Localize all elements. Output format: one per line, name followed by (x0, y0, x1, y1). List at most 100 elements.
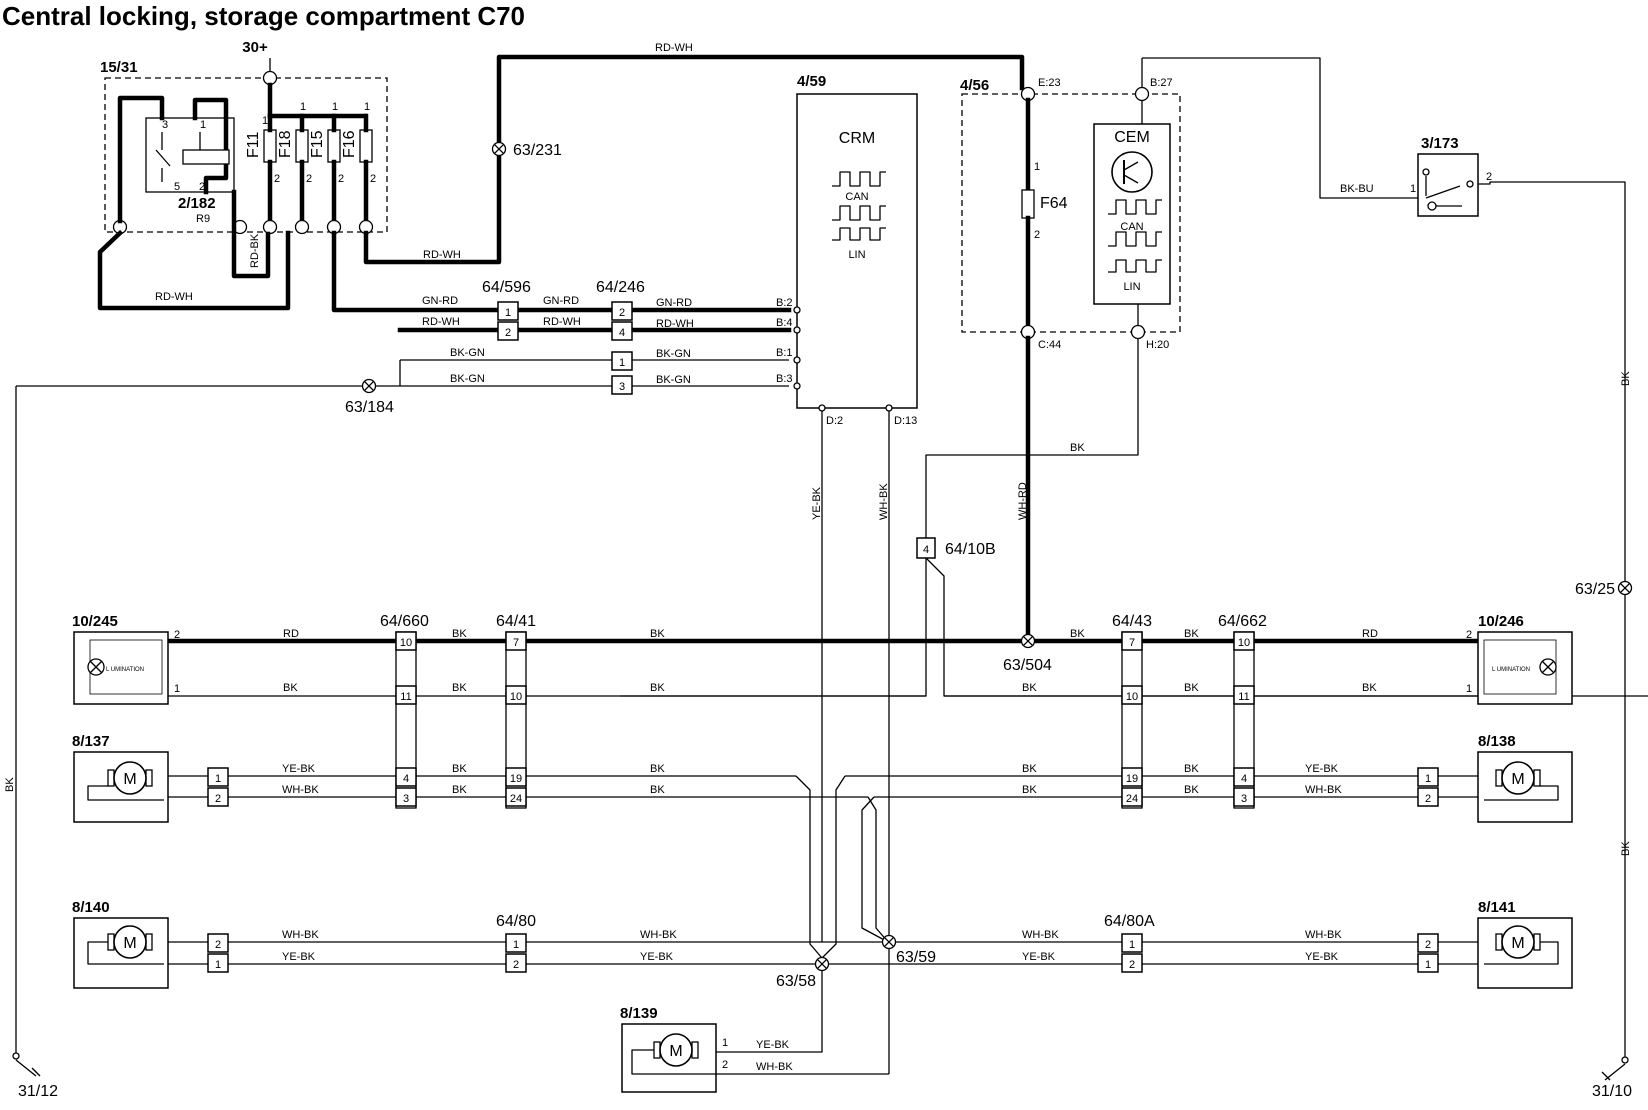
svg-text:10/246: 10/246 (1478, 613, 1524, 630)
svg-text:10: 10 (1126, 691, 1138, 703)
svg-text:B:1: B:1 (776, 347, 793, 359)
diagram-title: Central locking, storage compartment C70 (2, 1, 526, 31)
motor-8-140: 8/140 M (72, 899, 169, 989)
connector-64-662: 64/662 10 11 4 3 (1218, 613, 1267, 809)
connector-64-80: 64/80 1 2 (496, 913, 536, 973)
svg-text:2: 2 (1466, 629, 1472, 641)
svg-text:BK: BK (1184, 682, 1199, 694)
motor-8-141-connector: 2 1 (1417, 933, 1439, 973)
svg-text:1: 1 (722, 1037, 728, 1049)
svg-text:11: 11 (1238, 691, 1249, 703)
svg-text:64/10B: 64/10B (945, 541, 996, 558)
svg-text:4: 4 (923, 544, 929, 556)
motor-8-141: 8/141 M (1477, 899, 1573, 989)
svg-text:63/231: 63/231 (513, 142, 562, 159)
svg-text:63/504: 63/504 (1003, 657, 1052, 674)
lamp-10-246: 10/246 L UMINATION 21 (1466, 613, 1573, 705)
svg-text:YE-BK: YE-BK (1305, 951, 1339, 963)
relay-id: 2/182 (178, 195, 216, 212)
svg-text:YE-BK: YE-BK (811, 486, 823, 520)
svg-text:2: 2 (1129, 959, 1135, 971)
motor-8-137-connector: 1 2 (207, 767, 229, 807)
svg-text:BK: BK (650, 682, 665, 694)
svg-text:4/56: 4/56 (960, 77, 989, 94)
fuse-f64-label: F64 (1040, 195, 1068, 212)
svg-text:64/662: 64/662 (1218, 613, 1267, 630)
connector-64-41: 64/41 7 10 19 24 (496, 613, 536, 809)
svg-text:LIN: LIN (848, 249, 865, 261)
supply-terminal (262, 70, 278, 86)
splice-63-504 (1020, 633, 1036, 649)
svg-text:BK: BK (452, 784, 467, 796)
svg-text:RD: RD (283, 628, 299, 640)
svg-text:BK: BK (1022, 682, 1037, 694)
svg-text:M: M (1511, 935, 1524, 952)
svg-text:GN-RD: GN-RD (543, 295, 579, 307)
splice-63-58 (814, 956, 830, 972)
splice-63-184 (361, 378, 377, 394)
svg-text:H:20: H:20 (1146, 339, 1169, 351)
svg-text:63/58: 63/58 (776, 973, 816, 990)
svg-text:8/140: 8/140 (72, 899, 110, 916)
svg-text:BK: BK (1070, 628, 1085, 640)
svg-text:8/139: 8/139 (620, 1005, 658, 1022)
svg-text:1: 1 (215, 959, 221, 971)
bk-gn-rows: BK-GN BK-GN BK-GN BK-GN 63/184 (16, 347, 789, 416)
motor-8-139: 8/139 M 12 YE-BK WH-BK (620, 970, 889, 1093)
svg-text:2: 2 (174, 629, 180, 641)
svg-text:F18: F18 (277, 130, 294, 158)
fuse-f18: F18 (277, 129, 309, 163)
svg-text:GN-RD: GN-RD (656, 297, 692, 309)
svg-text:RD-WH: RD-WH (423, 249, 461, 261)
svg-text:5: 5 (174, 181, 180, 193)
svg-text:BK: BK (650, 628, 665, 640)
svg-text:24: 24 (510, 793, 522, 805)
connector-64-80a: 64/80A 1 2 (1104, 913, 1155, 973)
svg-text:RD: RD (1362, 628, 1378, 640)
svg-text:YE-BK: YE-BK (1305, 763, 1339, 775)
svg-text:B:3: B:3 (776, 373, 793, 385)
svg-text:2: 2 (338, 173, 344, 185)
svg-text:64/43: 64/43 (1112, 613, 1152, 630)
svg-text:1: 1 (505, 307, 511, 319)
svg-text:BK-BU: BK-BU (1340, 183, 1374, 195)
svg-text:YE-BK: YE-BK (282, 763, 316, 775)
svg-text:2: 2 (619, 307, 625, 319)
svg-text:CAN: CAN (845, 191, 868, 203)
fuse-f16: F16 (341, 129, 373, 163)
motor-row-2-wires: WH-BK YE-BK WH-BK YE-BK WH-BK YE-BK WH-B… (164, 929, 1484, 990)
lamp-supply-row: RD BK BK BK BK RD 63/504 (161, 628, 1487, 674)
svg-text:F11: F11 (245, 132, 262, 158)
svg-text:2: 2 (199, 181, 205, 193)
splice-63-25 (1617, 580, 1633, 596)
svg-text:63/184: 63/184 (345, 399, 394, 416)
svg-text:2: 2 (215, 939, 221, 951)
svg-text:D:13: D:13 (894, 415, 917, 427)
connector-64-10b: 4 64/10B (916, 537, 1648, 697)
svg-text:10/245: 10/245 (72, 613, 118, 630)
svg-text:GN-RD: GN-RD (422, 295, 458, 307)
svg-text:RD-WH: RD-WH (422, 316, 460, 328)
svg-text:WH-RD: WH-RD (1017, 482, 1029, 520)
svg-text:64/246: 64/246 (596, 279, 645, 296)
svg-text:2: 2 (274, 173, 280, 185)
fuse-box-id: 15/31 (100, 59, 138, 76)
svg-text:64/80A: 64/80A (1104, 913, 1155, 930)
motor-row-1-wires: YE-BK WH-BK BK BK BK BK BK BK BK BK YE-B… (164, 763, 1484, 959)
svg-text:BK-GN: BK-GN (656, 374, 691, 386)
svg-text:B:4: B:4 (776, 317, 793, 329)
motor-8-138-connector: 1 2 (1417, 767, 1439, 807)
svg-text:3/173: 3/173 (1421, 135, 1459, 152)
svg-text:63/25: 63/25 (1575, 581, 1615, 598)
svg-text:2: 2 (306, 173, 312, 185)
fuse-box-15-31: 15/31 30+ F11 F18 F15 F16 (97, 39, 388, 311)
switch-3-173: 3/173 12 BK BK 63/25 (1410, 135, 1633, 1060)
cem-module: CEM CAN LIN B:27 H:20 (1093, 58, 1173, 351)
svg-text:1: 1 (1129, 939, 1135, 951)
svg-text:BK: BK (1620, 371, 1632, 386)
svg-text:B:27: B:27 (1150, 77, 1173, 89)
svg-text:RD-WH: RD-WH (656, 318, 694, 330)
svg-text:BK-GN: BK-GN (450, 373, 485, 385)
svg-text:D:2: D:2 (826, 415, 843, 427)
